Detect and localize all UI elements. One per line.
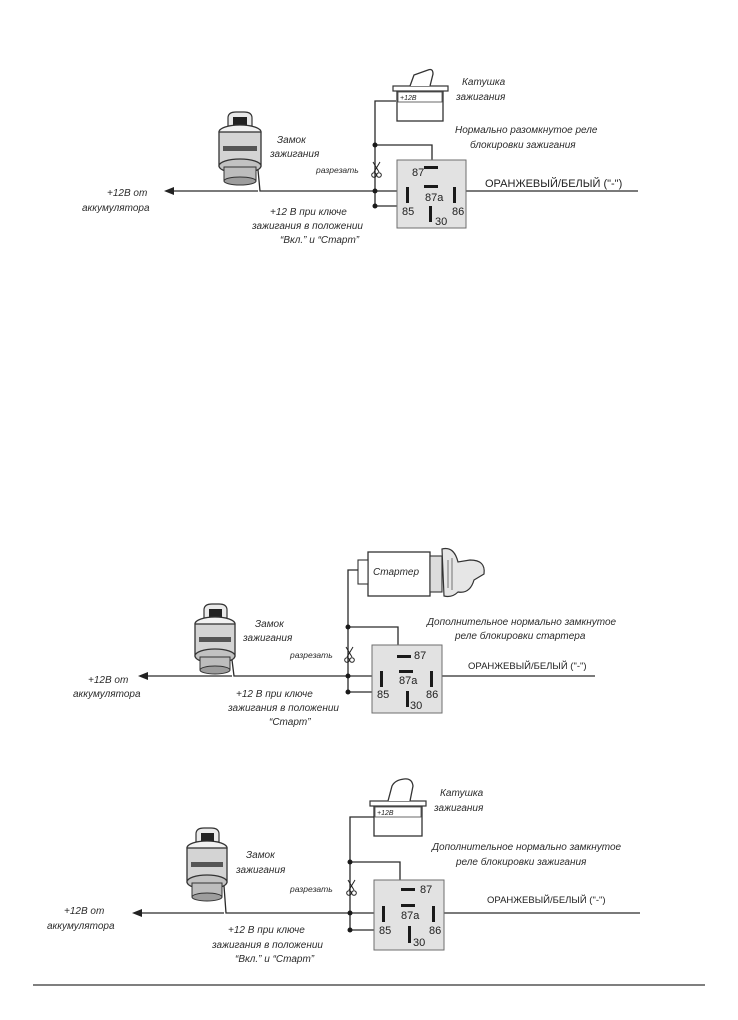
ignition-coil-icon: +12В Катушка зажигания — [392, 68, 506, 122]
relay-title-line2: блокировки зажигания — [470, 139, 576, 151]
starter-feed-wire — [347, 569, 378, 693]
pin-86: 86 — [452, 206, 464, 218]
pin-87: 87 — [412, 167, 424, 179]
battery-label-line2: аккумулятора — [82, 203, 150, 214]
diagram-2-starter-nc-relay: Стартер Замок зажигания разр — [73, 547, 617, 728]
scissors-icon — [344, 646, 355, 663]
diagram-1-ignition-nc-relay: +12В Катушка зажигания Замок зажигания — [82, 68, 638, 246]
lock-label-line1: Замок — [277, 135, 307, 146]
ignition-coil-icon: +12В Катушка зажигания — [369, 778, 484, 837]
power-label-line1: +12 В при ключе — [270, 207, 347, 218]
battery-label-line1: +12В от — [107, 188, 147, 199]
power-wire — [257, 169, 400, 192]
cut-label: разрезать — [289, 884, 333, 894]
power-label-line1: +12 В при ключе — [236, 689, 313, 700]
battery-label-line1: +12В от — [64, 906, 104, 917]
lock-label-line2: зажигания — [235, 865, 286, 876]
relay-title-line1: Дополнительное нормально замкнутое — [431, 842, 622, 853]
pin87-wire — [348, 626, 399, 645]
battery-label-line1: +12В от — [88, 675, 128, 686]
coil-label-line2: зажигания — [433, 803, 484, 814]
coil-label-line2: зажигания — [455, 92, 506, 103]
pin-86: 86 — [429, 925, 441, 937]
pin-86: 86 — [426, 689, 438, 701]
pin-87a: 87a — [401, 910, 420, 922]
ignition-lock-icon — [194, 603, 236, 675]
battery-label-line2: аккумулятора — [73, 689, 141, 700]
scissors-icon — [346, 879, 357, 896]
coil-terminal-label: +12В — [377, 810, 394, 817]
ignition-lock-icon — [186, 827, 228, 902]
pin-87: 87 — [420, 884, 432, 896]
battery-label-line2: аккумулятора — [47, 921, 115, 932]
diagram-3-ignition-nc-relay: +12В Катушка зажигания Замок зажигания — [47, 778, 640, 965]
relay-block: 87 87a 85 86 30 — [373, 879, 445, 951]
pin-30: 30 — [410, 700, 422, 712]
coil-label-line1: Катушка — [462, 77, 506, 88]
lock-label-line2: зажигания — [242, 633, 293, 644]
relay-block: 87 87a 85 86 30 — [396, 159, 467, 229]
coil-feed-wire — [374, 100, 402, 207]
power-label-line3: “Вкл.” и “Старт” — [280, 235, 360, 246]
pin-30: 30 — [435, 216, 447, 228]
battery-arrow-icon — [138, 672, 148, 680]
lock-label-line1: Замок — [255, 619, 285, 630]
pin-85: 85 — [379, 925, 391, 937]
scissors-icon — [371, 161, 382, 178]
pin-85: 85 — [402, 206, 414, 218]
ignition-lock-icon — [218, 111, 262, 186]
power-label-line3: “Старт” — [269, 717, 311, 728]
pin-85: 85 — [377, 689, 389, 701]
relay-title-line1: Дополнительное нормально замкнутое — [426, 617, 617, 628]
pin-87: 87 — [414, 650, 426, 662]
power-wire — [231, 659, 376, 677]
cut-label: разрезать — [289, 650, 333, 660]
pin87-wire — [350, 861, 401, 880]
orange-white-wire-label: ОРАНЖЕВЫЙ/БЕЛЫЙ ("-") — [485, 177, 622, 190]
coil-label-line1: Катушка — [440, 788, 484, 799]
orange-white-wire-label: ОРАНЖЕВЫЙ/БЕЛЫЙ ("-") — [468, 660, 587, 672]
power-wire — [223, 885, 378, 914]
pin-87a: 87a — [399, 675, 418, 687]
lock-label-line1: Замок — [246, 850, 276, 861]
battery-arrow-icon — [164, 187, 174, 195]
starter-label: Стартер — [373, 567, 419, 578]
relay-title-line2: реле блокировки стартера — [454, 630, 586, 642]
relay-title-line2: реле блокировки зажигания — [455, 856, 587, 868]
power-label-line1: +12 В при ключе — [228, 925, 305, 936]
power-label-line3: “Вкл.” и “Старт” — [235, 954, 315, 965]
battery-arrow-icon — [132, 909, 142, 917]
starter-motor-icon: Стартер — [357, 547, 485, 598]
cut-label: разрезать — [315, 165, 359, 175]
relay-block: 87 87a 85 86 30 — [371, 644, 443, 714]
orange-white-wire-label: ОРАНЖЕВЫЙ/БЕЛЫЙ ("-") — [487, 894, 606, 906]
relay-title-line1: Нормально разомкнутое реле — [455, 125, 598, 136]
pin87-wire — [375, 144, 433, 162]
power-label-line2: зажигания в положении — [251, 221, 363, 232]
coil-terminal-label: +12В — [400, 95, 417, 102]
pin-30: 30 — [413, 937, 425, 949]
lock-label-line2: зажигания — [269, 149, 320, 160]
pin-87a: 87a — [425, 192, 444, 204]
power-label-line2: зажигания в положении — [211, 940, 323, 951]
coil-feed-wire — [349, 816, 378, 931]
power-label-line2: зажигания в положении — [227, 703, 339, 714]
